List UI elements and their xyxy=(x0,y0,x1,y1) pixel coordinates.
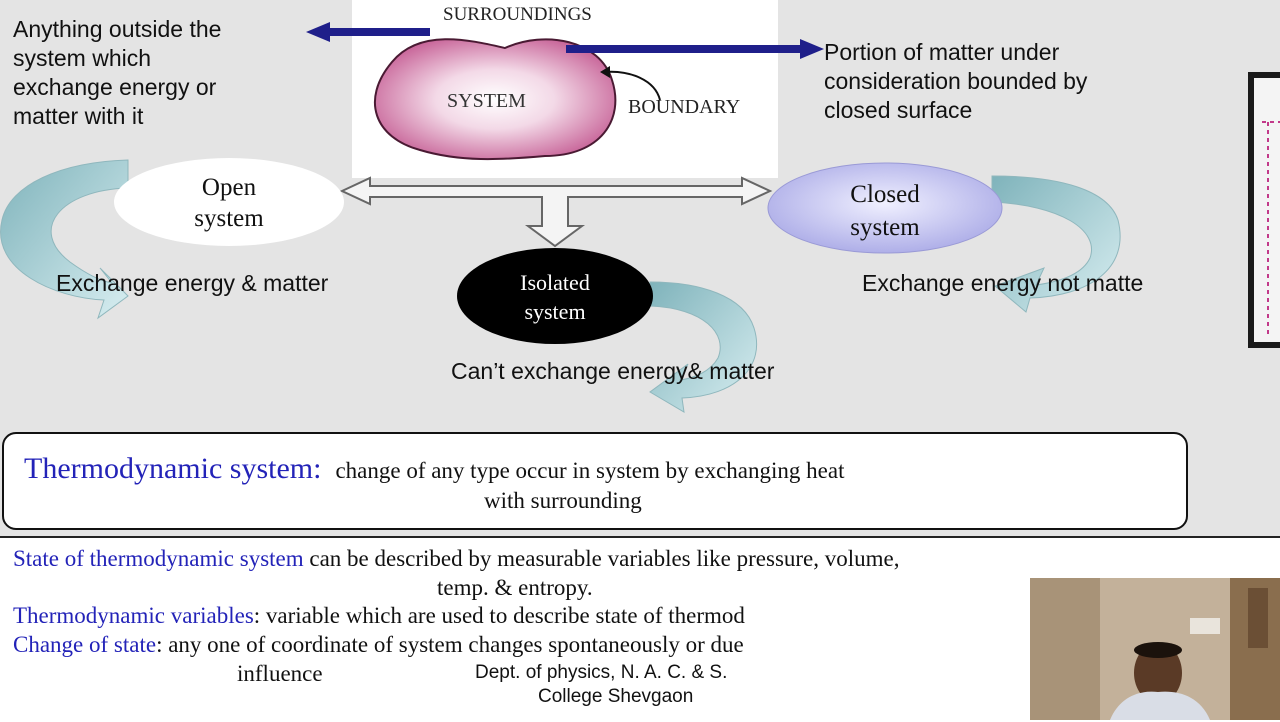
surroundings-note-line: system which xyxy=(13,45,152,71)
closed-curved-arrow xyxy=(991,175,1121,313)
definition-line-2: with surrounding xyxy=(484,488,642,513)
change-line: Change of state: any one of coordinate o… xyxy=(13,632,744,658)
right-navy-arrow-head xyxy=(800,39,824,59)
closed-system-ellipse xyxy=(767,162,1003,254)
closed-system-desc: Exchange energy not matte xyxy=(862,270,1144,296)
surroundings-note-line: Anything outside the xyxy=(13,16,222,42)
footer-college: College Shevgaon xyxy=(538,686,694,707)
variables-text: : variable which are used to describe st… xyxy=(253,603,745,628)
system-blob xyxy=(374,38,617,161)
footer-dept: Dept. of physics, N. A. C. & S. xyxy=(475,662,728,683)
change-text: : any one of coordinate of system change… xyxy=(156,632,744,657)
isolated-system-label: Isolated system xyxy=(475,268,635,326)
right-navy-arrow-shaft xyxy=(566,45,806,53)
surroundings-note: Anything outside the system which exchan… xyxy=(13,15,221,131)
state-term: State of thermodynamic system xyxy=(13,546,304,571)
variables-line: Thermodynamic variables: variable which … xyxy=(13,603,745,629)
isolated-system-desc: Can’t exchange energy& matter xyxy=(451,358,775,384)
open-curved-arrow xyxy=(0,159,129,320)
closed-system-label: Closed system xyxy=(785,178,985,244)
isolated-system-line: system xyxy=(524,299,586,324)
left-navy-arrow-shaft xyxy=(326,28,430,36)
system-note-line: closed surface xyxy=(824,97,973,123)
change-line-b: influence xyxy=(237,661,323,686)
open-system-line: Open xyxy=(201,174,257,201)
left-navy-arrow-head xyxy=(306,22,330,42)
closed-system-line: Closed xyxy=(850,181,920,208)
surroundings-note-line: matter with it xyxy=(13,103,144,129)
system-note-line: consideration bounded by xyxy=(824,68,1088,94)
definition-box: Thermodynamic system: change of any type… xyxy=(2,432,1188,530)
definition-line-1: Thermodynamic system: change of any type… xyxy=(24,452,844,486)
state-text: can be described by measurable variables… xyxy=(303,546,900,571)
definition-term: Thermodynamic system: xyxy=(24,452,322,485)
definition-text: change of any type occur in system by ex… xyxy=(335,458,845,483)
state-line-1b: temp. & entropy. xyxy=(437,575,593,600)
isolated-system-line: Isolated xyxy=(520,270,590,295)
isolated-curved-arrow xyxy=(649,281,758,413)
webcam-frame xyxy=(1030,578,1280,720)
webcam-video xyxy=(1030,578,1280,720)
open-system-desc: Exchange energy & matter xyxy=(56,270,329,296)
surroundings-note-line: exchange energy or xyxy=(13,74,217,100)
system-label: SYSTEM xyxy=(447,90,526,112)
change-term: Change of state xyxy=(13,632,157,657)
boundary-label: BOUNDARY xyxy=(628,96,741,118)
variables-term: Thermodynamic variables xyxy=(13,603,254,628)
boundary-pointer-head xyxy=(600,66,610,78)
state-line-1: State of thermodynamic system can be des… xyxy=(13,546,900,572)
boundary-pointer xyxy=(603,70,661,101)
system-note: Portion of matter under consideration bo… xyxy=(824,38,1087,125)
closed-system-line: system xyxy=(850,214,920,241)
open-system-ellipse xyxy=(114,158,344,246)
three-way-arrow xyxy=(339,176,773,248)
surroundings-label: SURROUNDINGS xyxy=(443,4,592,25)
open-system-label: Open system xyxy=(129,172,329,234)
open-system-line: system xyxy=(194,205,264,232)
system-note-line: Portion of matter under xyxy=(824,39,1060,65)
isolated-system-ellipse xyxy=(457,248,653,344)
